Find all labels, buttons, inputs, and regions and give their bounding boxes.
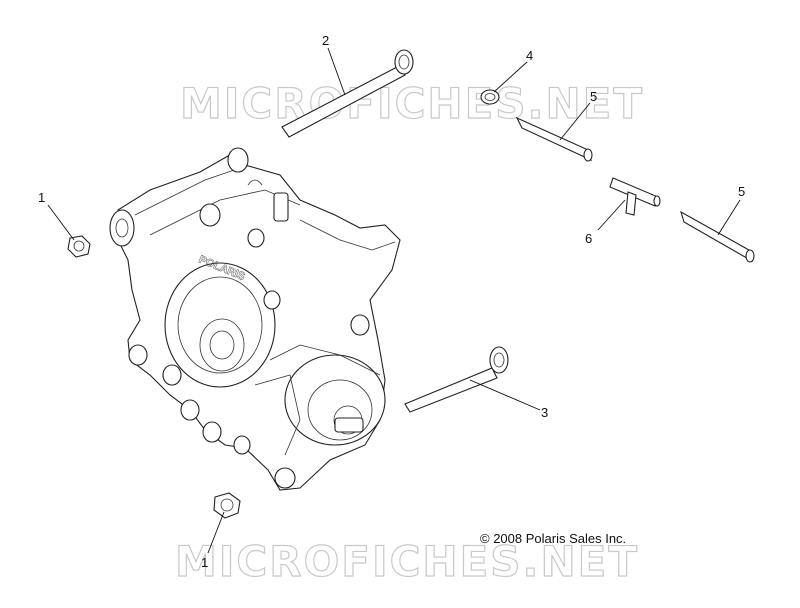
leader-1-upper xyxy=(47,204,75,241)
bolt-long-lower xyxy=(404,346,509,413)
leader-4 xyxy=(493,61,528,93)
hose-upper xyxy=(515,116,593,162)
hex-nut-lower xyxy=(213,492,241,519)
watermark-bottom: MICROFICHES.NET xyxy=(175,537,639,586)
hex-nut-upper xyxy=(67,235,91,258)
leader-2 xyxy=(327,47,346,96)
leader-6 xyxy=(597,199,626,231)
callout-6: 6 xyxy=(585,231,592,246)
callout-5-right: 5 xyxy=(738,184,745,199)
callout-4: 4 xyxy=(526,48,533,63)
callout-2: 2 xyxy=(322,33,329,48)
transmission-assembly: POLARIS xyxy=(109,147,401,491)
callout-5-upper: 5 xyxy=(590,89,597,104)
watermark-top: MICROFICHES.NET xyxy=(180,79,644,128)
hose-right xyxy=(680,210,755,263)
callout-3: 3 xyxy=(541,405,548,420)
leader-5-upper xyxy=(559,102,591,141)
bolt-long-upper xyxy=(281,49,414,138)
hose-clamp xyxy=(480,89,500,105)
leader-1-lower xyxy=(207,511,225,554)
callout-1-lower: 1 xyxy=(201,555,208,570)
leader-3 xyxy=(469,379,541,411)
leader-5-right xyxy=(717,199,741,236)
copyright-notice: © 2008 Polaris Sales Inc. xyxy=(480,531,627,546)
tee-fitting xyxy=(609,177,661,216)
callout-1-upper: 1 xyxy=(38,190,45,205)
